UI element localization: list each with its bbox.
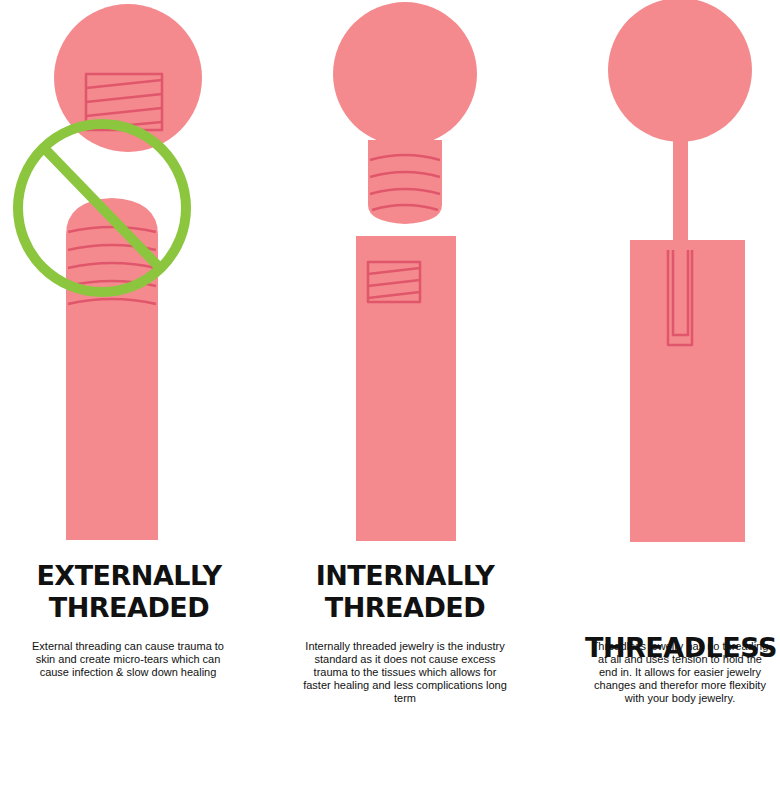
thread-cavity (368, 262, 420, 302)
column-description: Internally threaded jewelry is the indus… (300, 640, 510, 705)
threads (368, 268, 420, 298)
threads (370, 155, 440, 210)
column-heading: INTERNALLY THREADED (280, 560, 530, 624)
column-description: Threadless jewelry has no threading at a… (588, 640, 773, 705)
ball-end (608, 0, 752, 142)
slot (668, 250, 692, 345)
pin-outline (673, 250, 688, 335)
threaded-pin (368, 140, 442, 224)
post (356, 236, 456, 541)
column-heading: EXTERNALLY THREADED (4, 560, 254, 624)
post (630, 240, 745, 542)
prohibition-sign (18, 124, 186, 292)
ball-end (333, 2, 477, 146)
column-description: External threading can cause trauma to s… (28, 640, 228, 679)
